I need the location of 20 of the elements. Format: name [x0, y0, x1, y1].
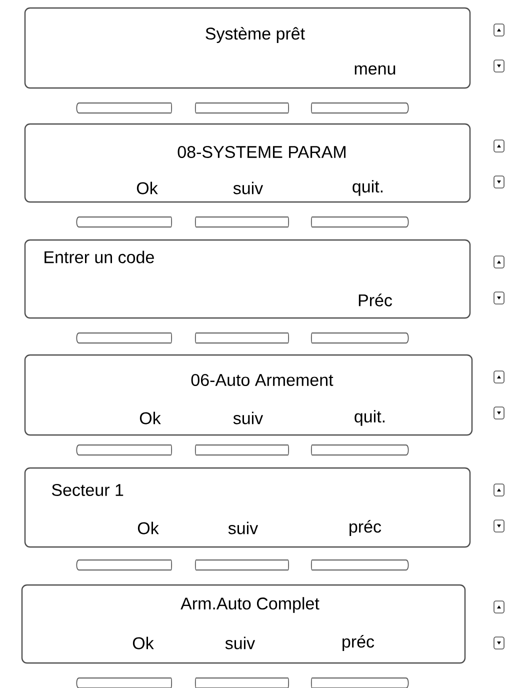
display-text: menu [354, 65, 396, 75]
display-text: Ok [136, 182, 158, 194]
display-text: suiv [225, 636, 256, 650]
display-text: Préc [358, 294, 392, 306]
display-text: préc [350, 520, 382, 536]
display-text: Entrer un code [44, 250, 154, 264]
display-text: Ok [138, 522, 159, 534]
display-text: 08-SYSTEME PARAM [178, 146, 346, 158]
display-text: Arm.Auto Complet [180, 597, 320, 613]
display-text: Système prêt [206, 26, 305, 44]
display-text: Ok [132, 636, 154, 650]
display-text: suiv [233, 412, 264, 424]
display-text: suiv [228, 522, 258, 534]
display-text: Ok [140, 412, 161, 424]
display-text: Secteur 1 [52, 484, 124, 496]
display-text: quit. [354, 410, 384, 426]
display-text: suiv [233, 182, 264, 194]
display-text: quit. [352, 180, 382, 196]
display-text: préc [342, 634, 374, 652]
display-text: 06-Auto Armement [191, 374, 334, 386]
